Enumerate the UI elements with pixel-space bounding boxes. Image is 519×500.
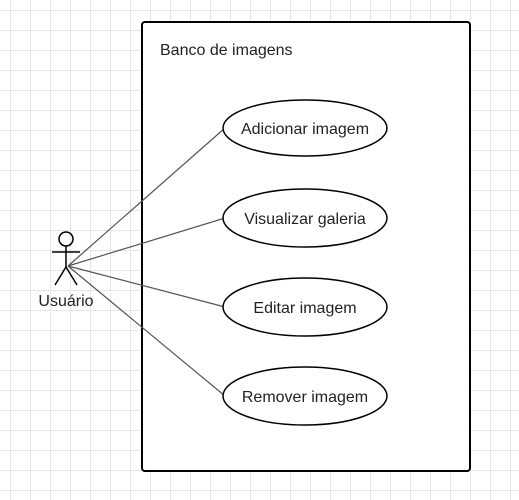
actor-right-leg (65, 266, 78, 286)
use-case-ellipse (222, 366, 388, 426)
association-line-editar[interactable] (67, 265, 226, 308)
actor-stick-figure-icon (52, 231, 80, 286)
use-case-label: Visualizar galeria (244, 211, 366, 228)
use-case-label: Adicionar imagem (241, 121, 369, 138)
actor-head (58, 231, 74, 247)
use-case-label: Remover imagem (242, 389, 368, 406)
use-case-ellipse (222, 277, 388, 337)
system-title: Banco de imagens (160, 42, 293, 59)
use-case-label: Editar imagem (253, 300, 356, 317)
association-line-visualizar[interactable] (67, 217, 226, 267)
use-case-visualizar-galeria[interactable]: Visualizar galeria (222, 188, 388, 248)
use-case-editar-imagem[interactable]: Editar imagem (222, 277, 388, 337)
actor-label: Usuário (38, 293, 93, 310)
association-line-adicionar[interactable] (67, 127, 226, 267)
use-case-ellipse (222, 188, 388, 248)
association-line-remover[interactable] (67, 265, 226, 397)
actor-left-leg (54, 266, 67, 286)
associations (67, 127, 226, 397)
use-case-adicionar-imagem[interactable]: Adicionar imagem (222, 99, 388, 157)
actor-usuario[interactable]: Usuário (38, 231, 94, 310)
use-case-remover-imagem[interactable]: Remover imagem (222, 366, 388, 426)
use-case-ellipse (222, 99, 388, 157)
